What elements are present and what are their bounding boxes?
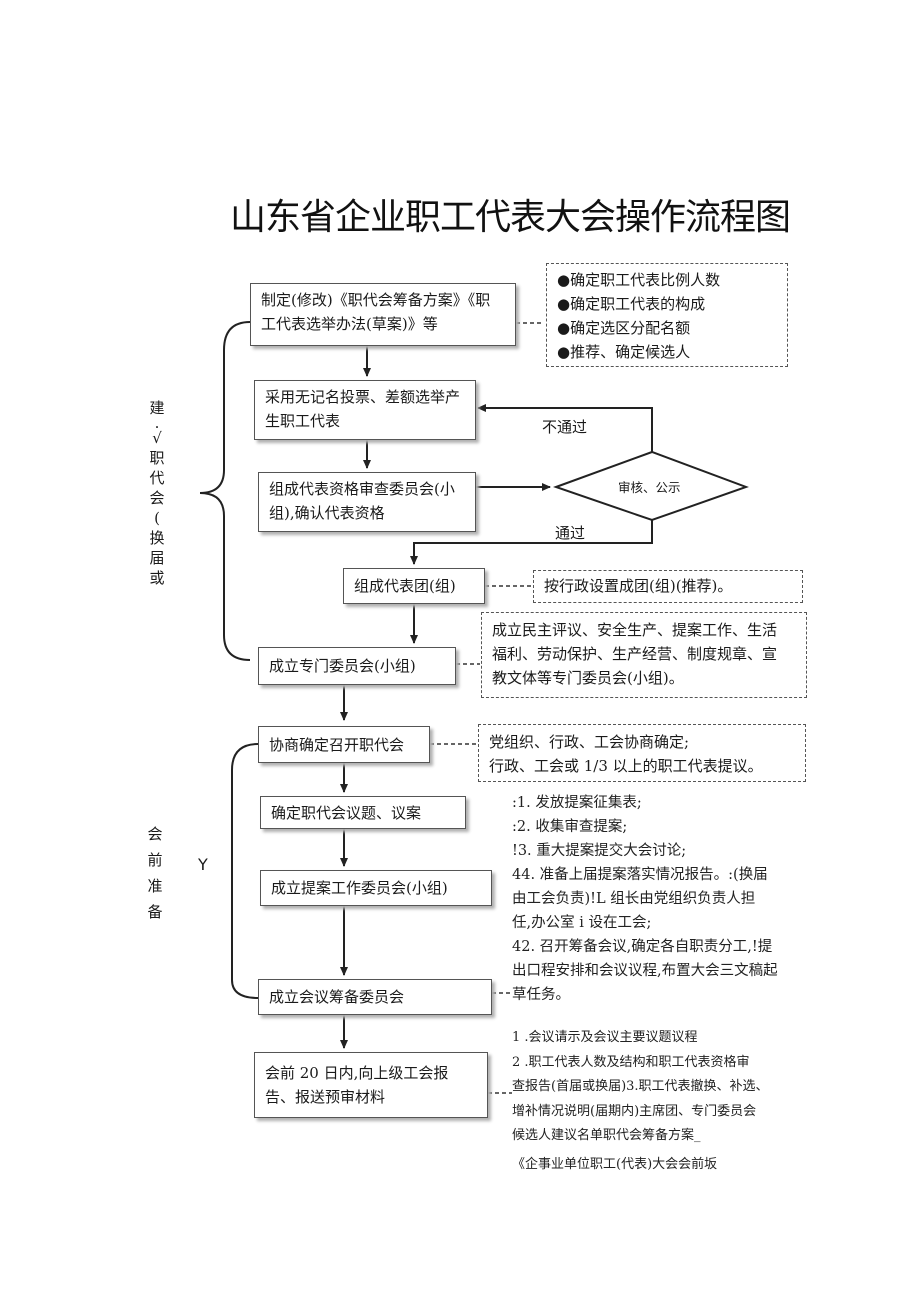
bracket-lower: [231, 743, 259, 999]
note-delegate-ratio: ●确定职工代表比例人数 ●确定职工代表的构成 ●确定选区分配名额 ●推荐、确定候…: [546, 263, 788, 367]
note-proposal-line: :1. 发放提案征集表;: [512, 795, 642, 811]
review-diamond: [553, 450, 749, 522]
step-consult-convene: 协商确定召开职代会: [258, 726, 430, 763]
note-report-materials: 1 .会议请示及会议主要议题议程 2 .职工代表人数及结构和职工代表资格审 查报…: [512, 1026, 769, 1177]
note-report-line: 增补情况说明(届期内)主席团、专门委员会: [512, 1103, 757, 1119]
review-fail-label: 不通过: [542, 418, 588, 436]
note-delegation: 按行政设置成团(组)(推荐)。: [533, 570, 803, 603]
bracket-upper: [199, 321, 251, 661]
note-consult-line: 行政、工会或 1/3 以上的职工代表提议。: [489, 757, 763, 775]
note-proposal-steps: :1. 发放提案征集表; :2. 收集审查提案; !3. 重大提案提交大会讨论;…: [512, 791, 778, 1007]
note-proposal-line: 任,办公室 i 设在工会;: [512, 915, 652, 931]
arrow-fail-loop: [477, 404, 653, 452]
page-title: 山东省企业职工代表大会操作流程图: [230, 197, 791, 238]
side-label-lower: 会 前 准 备: [147, 825, 163, 921]
note-proposal-line: 草任务。: [512, 987, 570, 1003]
review-pass-label: 通过: [555, 524, 586, 542]
step-proposal-committee: 成立提案工作委员会(小组): [260, 870, 492, 906]
arrow-pass: [410, 520, 653, 565]
step-qualification-committee: 组成代表资格审查委员会(小组),确认代表资格: [258, 472, 476, 532]
note-consult: 党组织、行政、工会协商确定; 行政、工会或 1/3 以上的职工代表提议。: [478, 724, 806, 782]
step-draft-plan: 制定(修改)《职代会筹备方案》《职工代表选举办法(草案)》等: [250, 283, 516, 346]
note-proposal-line: !3. 重大提案提交大会讨论;: [512, 843, 687, 859]
side-label-upper: 建 . √ 职 代 会 ( 换 届 或: [149, 399, 165, 587]
step-preparatory-committee: 成立会议筹备委员会: [258, 979, 492, 1015]
note-committees: 成立民主评议、安全生产、提案工作、生活 福利、劳动保护、生产经营、制度规章、宣 …: [481, 612, 807, 698]
note-ratio-item: ●确定职工代表的构成: [557, 295, 706, 313]
step-elect-delegates: 采用无记名投票、差额选举产生职工代表: [254, 380, 476, 440]
note-ratio-item: ●推荐、确定候选人: [557, 343, 691, 361]
note-report-line: 2 .职工代表人数及结构和职工代表资格审: [512, 1054, 750, 1070]
step-agenda: 确定职代会议题、议案: [260, 796, 466, 829]
note-ratio-item: ●确定选区分配名额: [557, 319, 691, 337]
note-proposal-line: 42. 召开筹备会议,确定各自职责分工,!提: [512, 939, 773, 955]
note-committees-line: 教文体等专门委员会(小组)。: [492, 669, 684, 687]
note-report-line: 1 .会议请示及会议主要议题议程: [512, 1030, 698, 1045]
note-proposal-line: 由工会负责)!L 组长由党组织负责人担: [512, 891, 756, 907]
note-proposal-line: :2. 收集审查提案;: [512, 819, 628, 835]
side-y-mark: Y: [198, 855, 208, 874]
note-ratio-item: ●确定职工代表比例人数: [557, 271, 721, 289]
note-report-line: 《企事业单位职工(代表)大会会前坂: [512, 1156, 718, 1172]
step-delegation: 组成代表团(组): [343, 568, 485, 604]
note-committees-line: 福利、劳动保护、生产经营、制度规章、宣: [492, 645, 778, 663]
note-report-line: 候选人建议名单职代会筹备方案_: [512, 1128, 701, 1143]
note-report-line: 查报告(首届或换届)3.职工代表撤换、补选、: [512, 1079, 769, 1094]
note-committees-line: 成立民主评议、安全生产、提案工作、生活: [492, 621, 778, 639]
step-special-committee: 成立专门委员会(小组): [258, 647, 456, 685]
review-label: 审核、公示: [618, 480, 681, 495]
note-proposal-line: 出口程安排和会议议程,布置大会三文稿起: [512, 963, 778, 979]
note-proposal-line: 44. 准备上届提案落实情况报告。:(换届: [512, 867, 768, 883]
step-report-superior: 会前 20 日内,向上级工会报告、报送预审材料: [254, 1052, 488, 1118]
note-consult-line: 党组织、行政、工会协商确定;: [489, 733, 690, 751]
